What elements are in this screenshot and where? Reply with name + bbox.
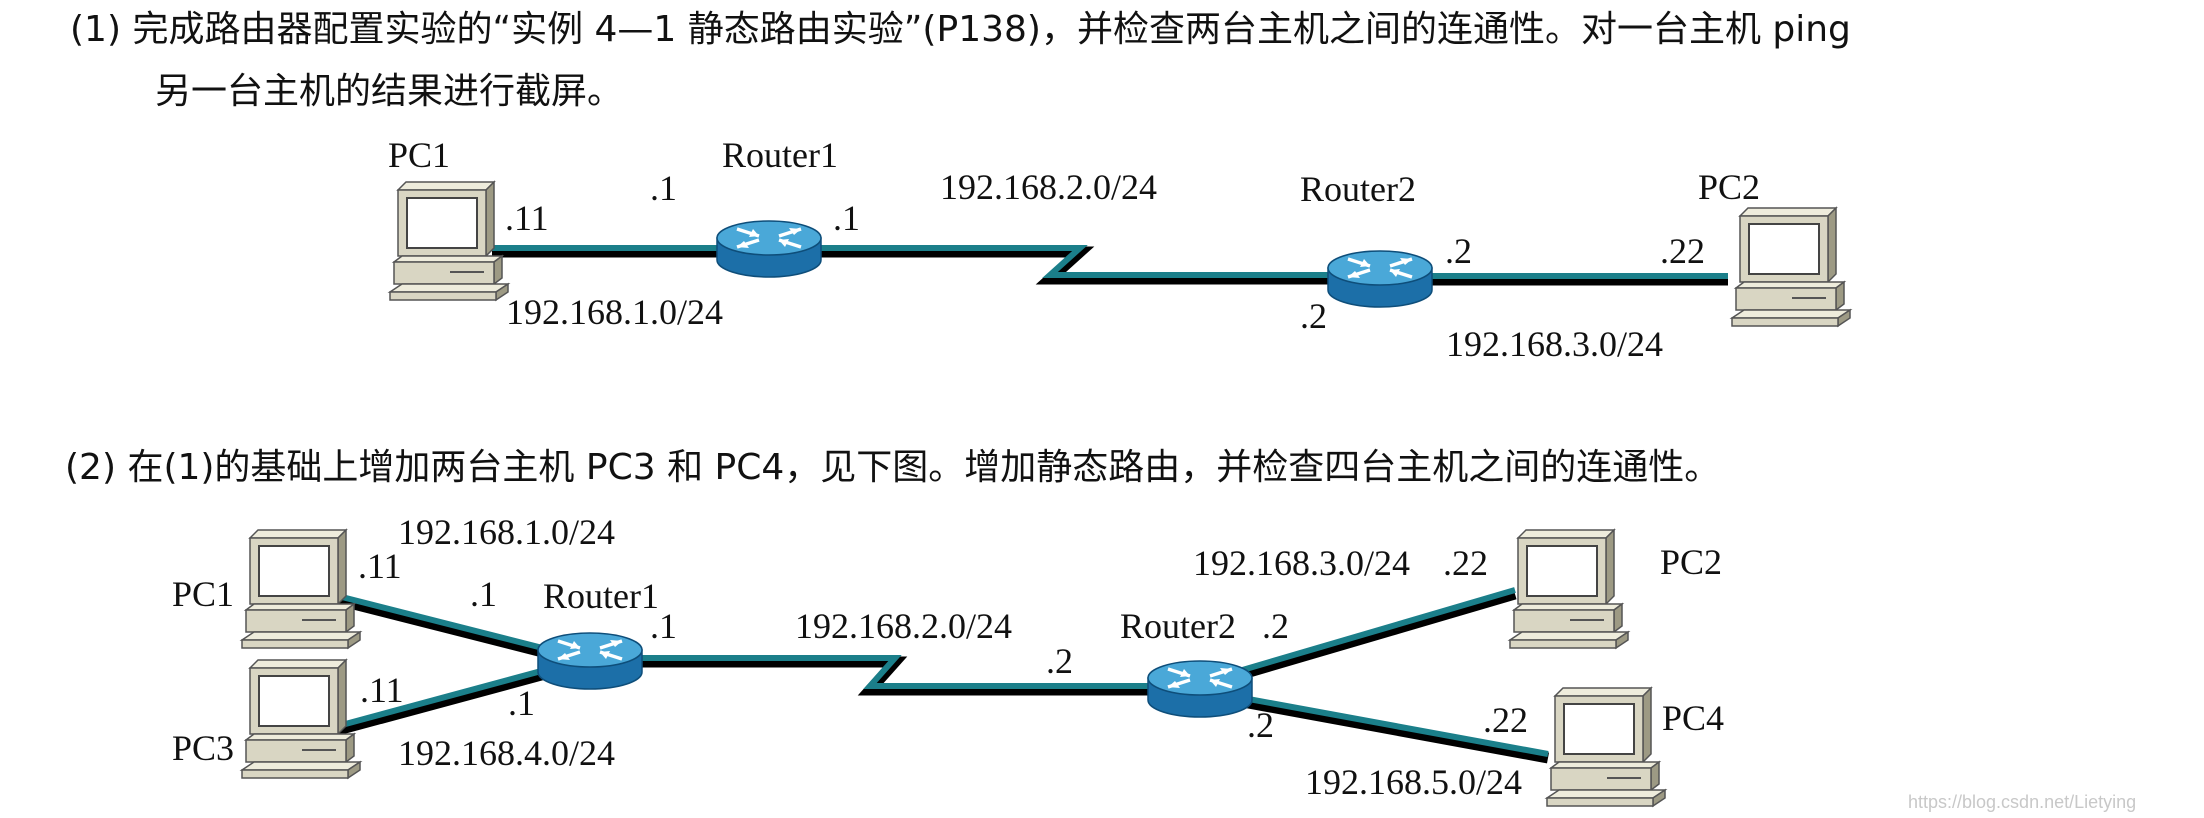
- pc4-ip-label: .22: [1483, 700, 1528, 740]
- router-icon: [1326, 249, 1434, 309]
- network-label: 192.168.4.0/24: [398, 733, 615, 773]
- diagram-2: PC1 PC3 PC2 PC4 Router1 Router2 192.168.…: [172, 512, 1724, 807]
- router1-lan-ip-label: .1: [650, 168, 677, 208]
- pc3-label: PC3: [172, 728, 234, 768]
- router-icon: [536, 631, 644, 691]
- diagram-1: PC1 Router1 192.168.2.0/24 Router2 PC2 .…: [388, 135, 1851, 364]
- pc2-label: PC2: [1698, 167, 1760, 207]
- link-pc1-router1: [492, 245, 725, 258]
- router2-label: Router2: [1300, 169, 1416, 209]
- link-router2-pc2: [1430, 273, 1728, 286]
- router2-pc4-ip-label: .2: [1247, 705, 1274, 745]
- router2-pc2-ip-label: .2: [1262, 606, 1289, 646]
- router1-pc3-ip-label: .1: [508, 683, 535, 723]
- network-label: 192.168.3.0/24: [1446, 324, 1663, 364]
- pc1-label: PC1: [388, 135, 450, 175]
- pc4-label: PC4: [1662, 698, 1724, 738]
- router-icon: [715, 219, 823, 279]
- link-router2-pc4: [1204, 688, 1549, 764]
- router2-wan-ip-label: .2: [1046, 641, 1073, 681]
- serial-link-router1-router2: [640, 655, 1175, 696]
- watermark: https://blog.csdn.net/Lietying: [1908, 792, 2136, 812]
- router1-pc1-ip-label: .1: [470, 574, 497, 614]
- pc3-ip-label: .11: [360, 670, 404, 710]
- computer-icon: [241, 659, 361, 779]
- network-label: 192.168.1.0/24: [506, 292, 723, 332]
- network-label: 192.168.2.0/24: [940, 167, 1157, 207]
- pc2-ip-label: .22: [1443, 543, 1488, 583]
- router2-lan-ip-label: .2: [1445, 231, 1472, 271]
- computer-icon: [241, 529, 361, 649]
- router2-label: Router2: [1120, 606, 1236, 646]
- router1-wan-ip-label: .1: [833, 198, 860, 238]
- link-router2-pc2: [1203, 587, 1517, 691]
- pc1-ip-label: .11: [358, 546, 402, 586]
- pc2-label: PC2: [1660, 542, 1722, 582]
- serial-link-router1-router2: [820, 245, 1335, 285]
- pc1-ip-label: .11: [505, 198, 549, 238]
- task-1-text-line-1: (1) 完成路由器配置实验的“实例 4—1 静态路由实验”(P138)，并检查两…: [70, 9, 1851, 50]
- router1-label: Router1: [722, 135, 838, 175]
- network-label: 192.168.5.0/24: [1305, 762, 1522, 802]
- task-2-text: (2) 在(1)的基础上增加两台主机 PC3 和 PC4，见下图。增加静态路由，…: [65, 447, 1721, 488]
- router-icon: [1146, 659, 1254, 719]
- network-label: 192.168.2.0/24: [795, 606, 1012, 646]
- computer-icon: [1731, 207, 1851, 327]
- computer-icon: [1546, 687, 1666, 807]
- pc1-label: PC1: [172, 574, 234, 614]
- computer-icon: [389, 181, 509, 301]
- network-label: 192.168.3.0/24: [1193, 543, 1410, 583]
- computer-icon: [1509, 529, 1629, 649]
- network-label: 192.168.1.0/24: [398, 512, 615, 552]
- router1-label: Router1: [543, 576, 659, 616]
- pc2-ip-label: .22: [1660, 231, 1705, 271]
- task-1-text-line-2: 另一台主机的结果进行截屏。: [155, 71, 624, 112]
- router2-wan-ip-label: .2: [1300, 296, 1327, 336]
- router1-wan-ip-label: .1: [650, 606, 677, 646]
